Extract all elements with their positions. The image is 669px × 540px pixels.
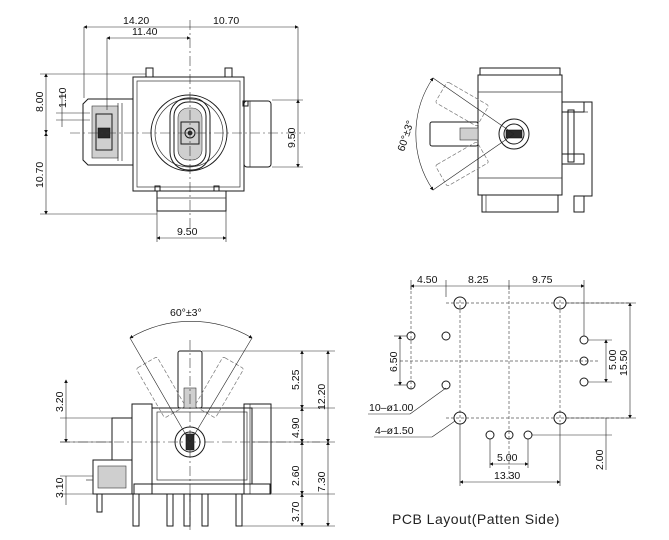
- dim-4-50: 4.50: [417, 274, 438, 286]
- bottom-tab: [156, 190, 227, 212]
- bottom-ghost-right: [194, 357, 244, 418]
- dim-14-20: 14.20: [123, 15, 149, 27]
- bottom-view: 60°±3° 5.25 4.90 2.60 3.70 12.20 7.30 3.…: [54, 307, 335, 530]
- dim-3-70: 3.70: [290, 501, 302, 522]
- dim-3-20: 3.20: [54, 391, 66, 412]
- front-view: 14.20 10.70 11.40 8.00 10.70 1.10 9.50 9…: [34, 15, 305, 242]
- dim-11-40: 11.40: [132, 26, 158, 38]
- dim-5-00-bottom: 5.00: [497, 452, 518, 464]
- dim-8-00: 8.00: [34, 91, 46, 112]
- left-switch: [82, 98, 133, 166]
- pcb-layout: 4.50 8.25 9.75 6.50 5.00 15.50 2.00 10–ø…: [368, 274, 636, 527]
- dim-3-10: 3.10: [54, 477, 66, 498]
- dim-7-30: 7.30: [316, 471, 328, 492]
- dim-6-50: 6.50: [388, 351, 400, 372]
- pcb-hole-large: [453, 296, 467, 310]
- dim-1-10: 1.10: [57, 87, 69, 108]
- dim-9-50-bottom: 9.50: [177, 226, 198, 238]
- dim-12-20: 12.20: [316, 384, 328, 410]
- dim-4-90: 4.90: [290, 417, 302, 438]
- dim-5-25: 5.25: [290, 369, 302, 390]
- bottom-angle: 60°±3°: [170, 307, 202, 319]
- bottom-pins: [96, 493, 243, 527]
- hole-large-callout: 4–ø1.50: [375, 425, 414, 437]
- dim-10-70-top: 10.70: [213, 15, 239, 27]
- side-angle: 60°±3°: [395, 119, 416, 153]
- side-ghost-upper: [435, 81, 489, 127]
- dim-10-70-left: 10.70: [34, 162, 46, 188]
- dim-9-50-right: 9.50: [286, 127, 298, 148]
- dim-2-00: 2.00: [594, 449, 606, 470]
- dim-8-25: 8.25: [468, 274, 489, 286]
- side-ghost-lower: [435, 141, 489, 187]
- right-tab: [243, 100, 272, 168]
- dim-9-75: 9.75: [532, 274, 553, 286]
- hole-small-callout: 10–ø1.00: [369, 402, 414, 414]
- pcb-small-holes: [406, 331, 589, 440]
- dim-15-50: 15.50: [618, 350, 630, 376]
- bottom-body: [151, 407, 253, 485]
- dim-5-00-right: 5.00: [607, 349, 619, 370]
- dim-13-30: 13.30: [494, 470, 520, 482]
- dim-2-60: 2.60: [290, 465, 302, 486]
- bottom-ghost-left: [136, 357, 186, 418]
- side-view: 60°±3°: [395, 67, 593, 213]
- pcb-caption: PCB Layout(Patten Side): [392, 511, 560, 527]
